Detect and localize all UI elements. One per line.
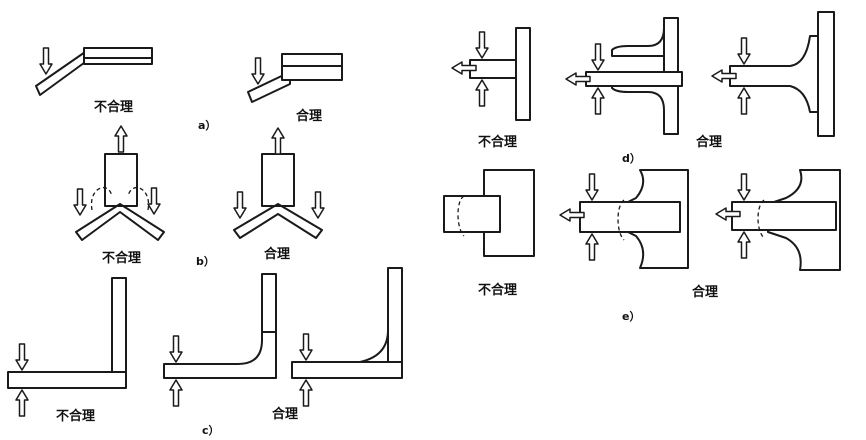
sub-label-c: c）: [202, 424, 220, 437]
rotation-arrow-icon: [757, 199, 765, 239]
force-arrow-down-icon: [233, 191, 247, 219]
panel-c: 不合理 合理 c）: [7, 267, 403, 437]
force-arrow-down-icon: [169, 335, 183, 363]
force-arrow-down-icon: [39, 47, 53, 75]
vertical-plate: [817, 11, 835, 137]
flat-plate-lower: [281, 65, 343, 81]
force-arrow-down-icon: [73, 188, 87, 216]
horizontal-plate: [7, 371, 127, 389]
shaft: [579, 201, 681, 233]
vertical-plate: [261, 153, 295, 207]
shaft: [443, 195, 501, 233]
vertical-plate: [261, 273, 277, 333]
panel-a-good: 合理: [247, 53, 343, 124]
panel-c-bad: 不合理: [7, 277, 127, 424]
sub-label-b: b）: [196, 255, 215, 268]
force-arrow-up-icon: [114, 125, 128, 153]
panel-e: 不合理 合理 e）: [443, 169, 841, 323]
force-arrow-down-icon: [15, 343, 29, 371]
flanged-plate: [611, 17, 679, 135]
rotation-arrow-icon: [90, 186, 113, 211]
force-arrow-down-icon: [311, 191, 325, 219]
bad-label: 不合理: [94, 99, 133, 115]
rod: [469, 59, 517, 79]
panel-d-good-1: [565, 17, 683, 135]
force-arrow-down-icon: [299, 333, 313, 361]
force-arrow-up-icon: [299, 379, 313, 407]
force-arrow-down-icon: [591, 43, 605, 71]
rotation-arrow-icon: [457, 195, 465, 237]
force-arrow-up-icon: [271, 127, 285, 155]
panel-d-bad: 不合理: [451, 27, 531, 150]
force-arrow-up-icon: [737, 231, 751, 259]
bad-label: 不合理: [478, 282, 517, 298]
curved-transition-plate: [163, 331, 277, 379]
force-arrow-up-icon: [475, 79, 489, 107]
panel-a-bad: 不合理: [35, 47, 153, 115]
shaft: [731, 201, 837, 231]
good-label: 合理: [296, 108, 322, 124]
force-arrow-down-icon: [737, 173, 751, 201]
good-label: 合理: [692, 284, 718, 300]
good-label: 合理: [272, 406, 298, 422]
panel-a: 不合理 合理 a）: [35, 47, 343, 132]
panel-b-good: 合理: [233, 127, 325, 262]
force-arrow-down-icon: [737, 37, 751, 65]
bad-label: 不合理: [56, 408, 95, 424]
v-plate: [75, 203, 165, 241]
force-arrow-down-icon: [147, 187, 161, 215]
panel-c-good-1: [163, 273, 277, 407]
panel-d-good-2: [711, 11, 835, 137]
weld-fillet: [359, 329, 389, 363]
panel-c-good-2: [291, 267, 403, 407]
bent-strip: [247, 71, 291, 103]
sub-label-e: e）: [622, 310, 640, 323]
flat-plate: [281, 53, 343, 67]
flat-plate: [83, 47, 153, 59]
sub-label-d: d）: [622, 152, 641, 165]
panel-b-bad: 不合理: [73, 125, 165, 266]
force-arrow-down-icon: [475, 31, 489, 59]
vertical-plate: [387, 267, 403, 363]
v-plate: [233, 203, 323, 239]
rotation-arrow-icon: [127, 186, 150, 211]
panel-b: 不合理 合理 b）: [73, 125, 325, 268]
good-label: 合理: [264, 246, 290, 262]
sub-label-a: a）: [198, 119, 216, 132]
vertical-plate: [104, 153, 138, 207]
flat-plate-lower: [83, 57, 153, 65]
bad-label: 不合理: [478, 134, 517, 150]
panel-e-good-1: [559, 169, 689, 269]
force-arrow-up-icon: [169, 379, 183, 407]
horizontal-plate: [291, 361, 403, 379]
panel-e-bad: 不合理: [443, 169, 535, 298]
force-arrow-up-icon: [737, 87, 751, 115]
force-arrow-up-icon: [585, 233, 599, 261]
rod: [585, 71, 683, 87]
force-arrow-down-icon: [585, 173, 599, 201]
tapered-boss: [729, 35, 819, 113]
force-arrow-down-icon: [251, 57, 265, 85]
vertical-plate: [515, 27, 531, 121]
vertical-plate: [111, 277, 127, 373]
bad-label: 不合理: [102, 250, 141, 266]
panel-e-good-2: [715, 169, 841, 271]
good-label: 合理: [696, 134, 722, 150]
panel-d: 不合理 合理 d）: [451, 11, 835, 165]
force-arrow-up-icon: [15, 389, 29, 417]
force-arrow-up-icon: [591, 87, 605, 115]
rotation-arrow-icon: [617, 199, 625, 241]
